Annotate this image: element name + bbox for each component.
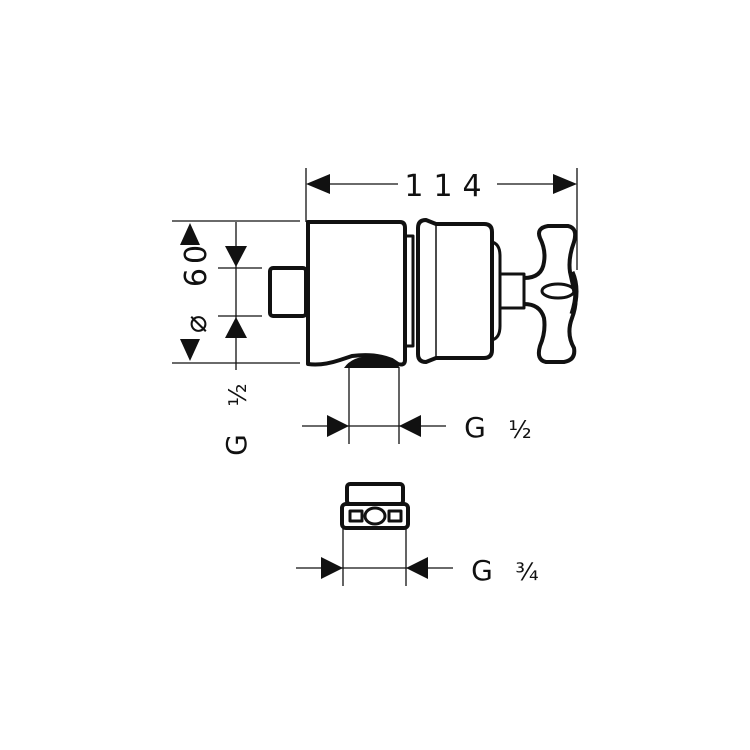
inlet-thread-dimension: G ½ xyxy=(218,222,262,456)
adapter-thread-label: G xyxy=(471,554,493,587)
adapter-thread-size: ¾ xyxy=(515,558,538,586)
adapter-thread-dimension: G ¾ xyxy=(296,528,539,587)
outlet-base xyxy=(344,356,400,368)
outlet-thread-dimension: G ½ xyxy=(302,368,532,444)
valve-body xyxy=(268,218,579,367)
adapter-fitting xyxy=(340,482,410,530)
outlet-thread-size: ½ xyxy=(508,416,531,444)
outlet-thread-label: G xyxy=(464,411,486,444)
inlet-thread-label: G xyxy=(220,434,253,456)
length-value: 114 xyxy=(404,169,491,204)
diameter-symbol: ⌀ xyxy=(179,315,214,333)
length-dimension: 114 xyxy=(305,168,578,270)
diameter-value: 60 xyxy=(179,241,214,287)
inlet-thread-size: ½ xyxy=(224,383,252,406)
